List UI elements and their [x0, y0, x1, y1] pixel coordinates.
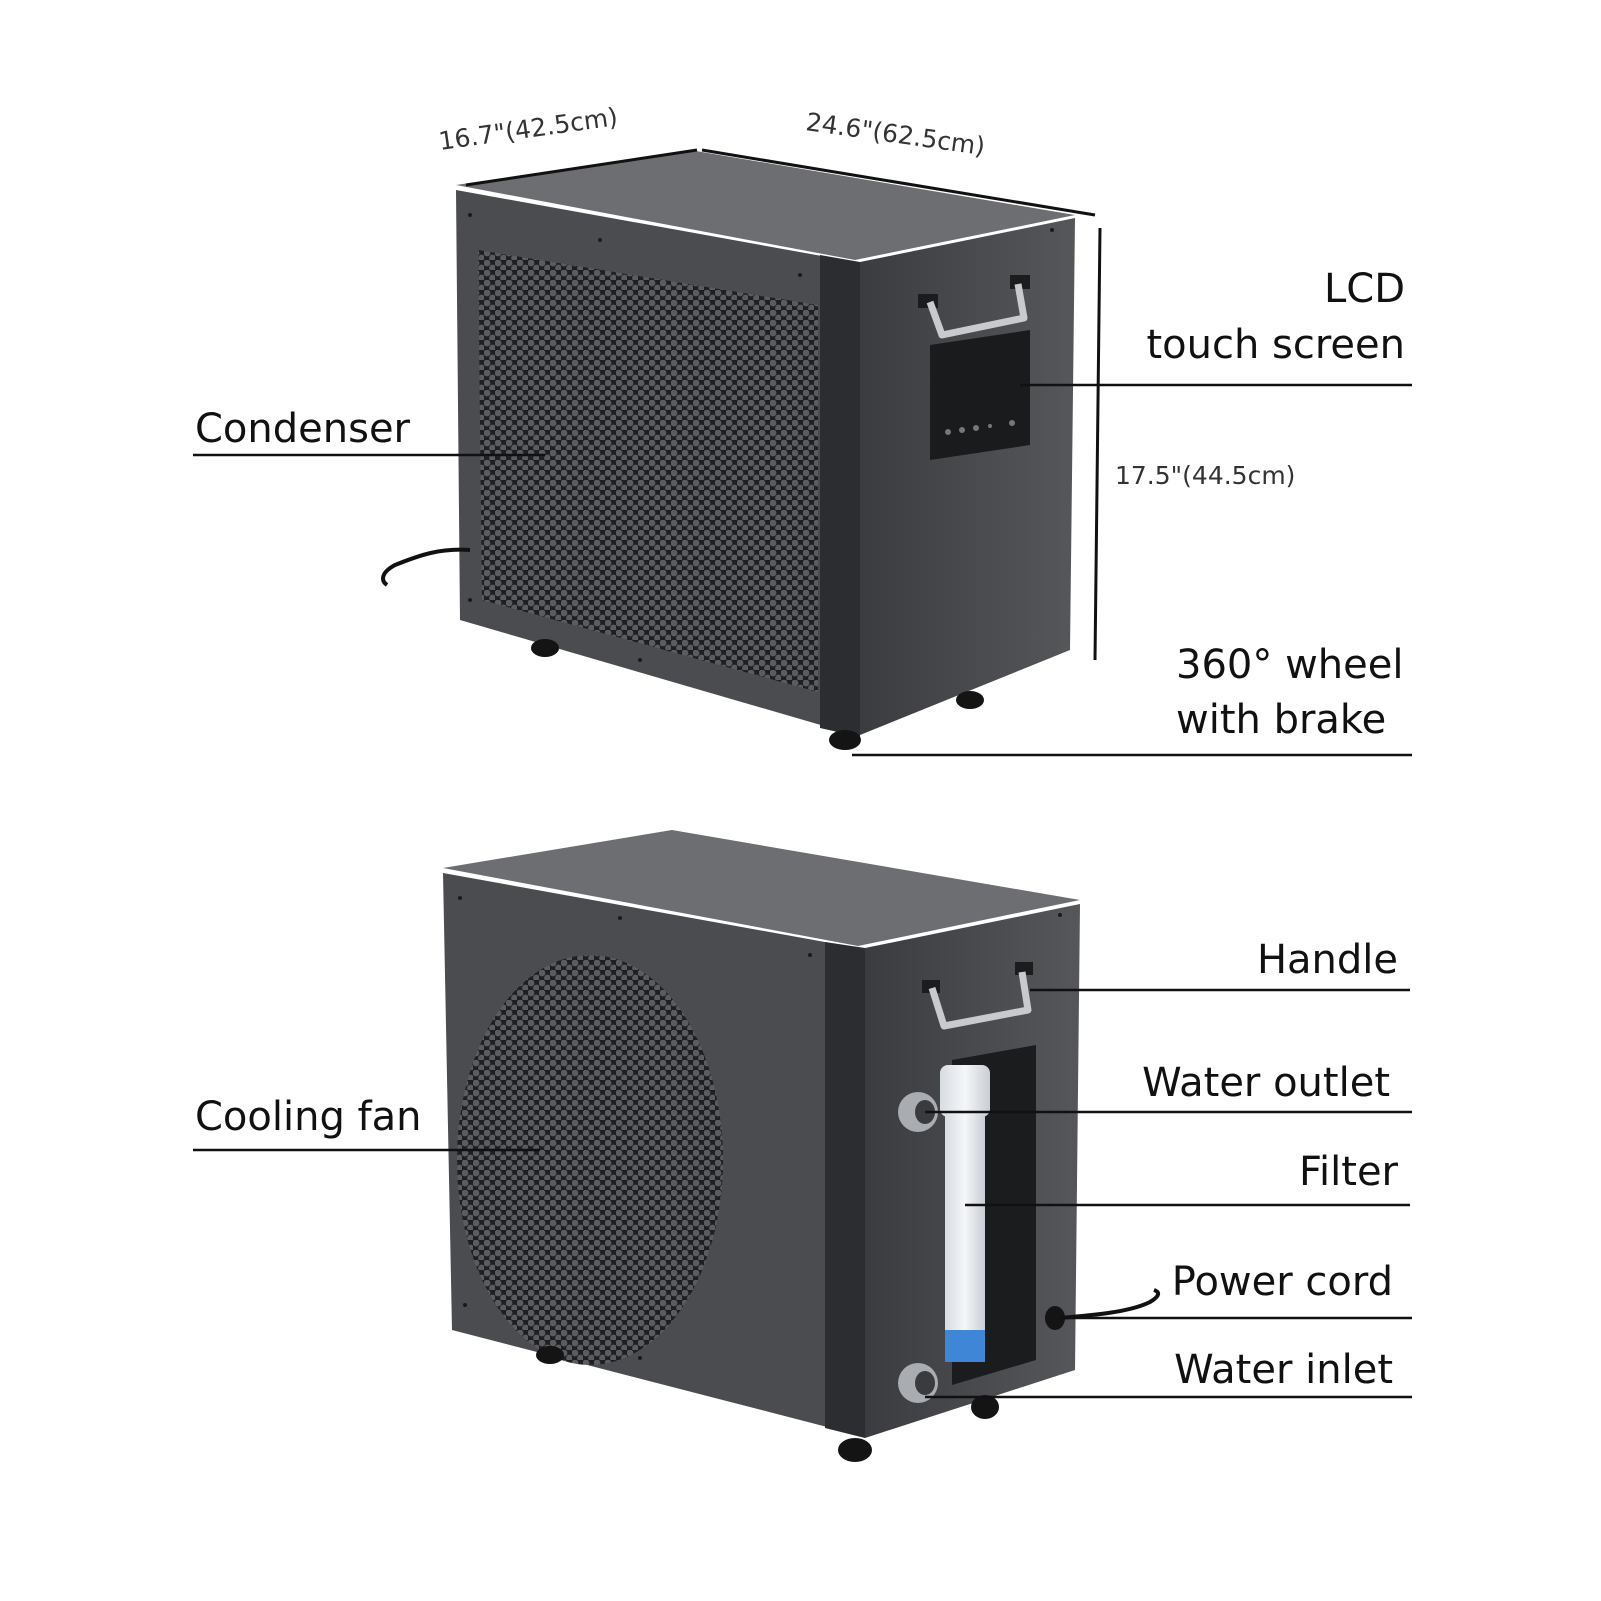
water-inlet-icon — [898, 1363, 938, 1403]
cooling-fan-grille — [457, 955, 723, 1365]
top-unit-corner — [820, 255, 860, 737]
dimension-lines — [465, 148, 1102, 661]
filter-label: Filter — [1299, 1149, 1399, 1195]
wheel-icon — [536, 1346, 999, 1462]
top-unit-top-panel — [456, 150, 1075, 260]
cooling-fan-label: Cooling fan — [195, 1094, 422, 1140]
bottom-unit-top-panel — [443, 830, 1080, 946]
top-power-cord — [381, 547, 471, 587]
top-unit-screws — [468, 213, 1054, 662]
bottom-unit-corner — [825, 942, 865, 1438]
handle-icon — [918, 275, 1030, 339]
depth-dimension: 16.7"(42.5cm) — [437, 102, 620, 156]
width-dimension: 24.6"(62.5cm) — [804, 107, 987, 161]
condenser-label: Condenser — [195, 406, 411, 452]
power-cord-icon — [1045, 1288, 1161, 1330]
water-inlet-label: Water inlet — [1174, 1347, 1393, 1393]
height-dimension-line — [1093, 227, 1102, 661]
handle-icon — [922, 962, 1033, 1030]
condenser-grille — [478, 250, 818, 692]
lcd-label-line2: touch screen — [1146, 322, 1405, 368]
wheel-label-line2: with brake — [1176, 697, 1386, 743]
top-unit-side-face — [860, 218, 1075, 735]
lcd-label-line1: LCD — [1324, 266, 1405, 312]
top-callout-lines — [193, 383, 1412, 757]
power-cord-label: Power cord — [1172, 1259, 1393, 1305]
depth-dimension-line — [465, 148, 698, 187]
top-unit — [381, 150, 1075, 750]
lcd-screen — [930, 330, 1030, 460]
wheel-label-line1: 360° wheel — [1176, 642, 1403, 688]
filter-cartridge — [940, 1065, 990, 1362]
width-dimension-line — [701, 148, 1096, 217]
bottom-unit — [443, 830, 1161, 1462]
water-outlet-label: Water outlet — [1142, 1060, 1390, 1106]
bottom-unit-screws — [458, 896, 1062, 1360]
height-dimension: 17.5"(44.5cm) — [1115, 461, 1295, 490]
bottom-callout-lines — [193, 988, 1412, 1399]
handle-label: Handle — [1257, 937, 1398, 983]
wheel-icon — [531, 639, 984, 750]
